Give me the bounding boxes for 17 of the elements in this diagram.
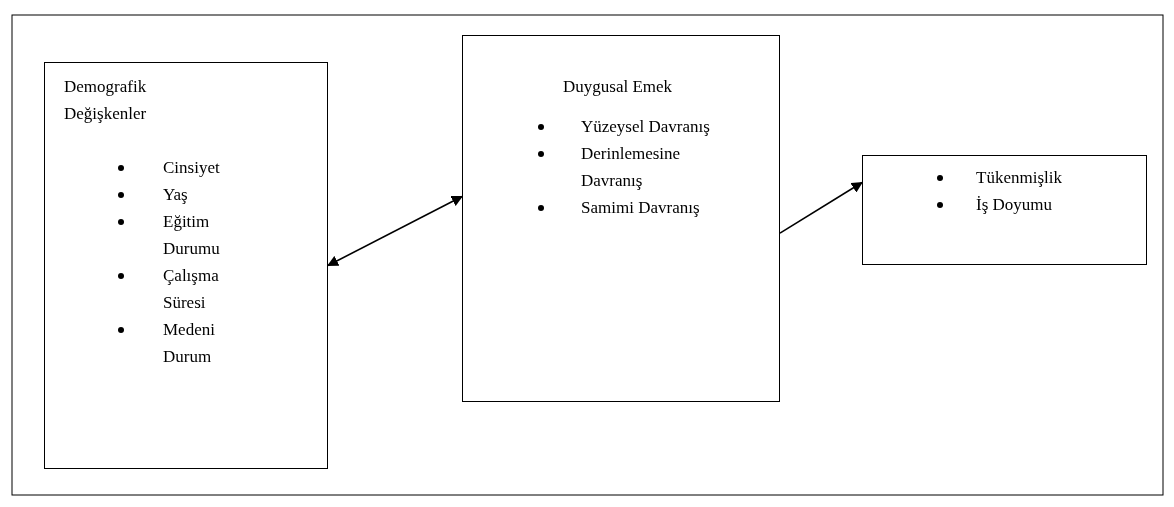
- list-item: Yüzeysel Davranış: [581, 116, 711, 138]
- box-heading: Demografik Değişkenler: [64, 76, 148, 125]
- list-item: Derinlemesine Davranış: [581, 143, 682, 192]
- concept-box: [462, 35, 780, 402]
- list-item: Çalışma Süresi: [163, 265, 220, 314]
- arrow: [327, 195, 463, 267]
- list-item: Cinsiyet: [163, 157, 221, 179]
- arrow: [779, 181, 863, 234]
- list-item: Medeni Durum: [163, 319, 216, 368]
- list-item: Tükenmişlik: [976, 167, 1063, 189]
- concept-box: [44, 62, 328, 469]
- list-item: Samimi Davranış: [581, 197, 701, 219]
- list-item: Eğitim Durumu: [163, 211, 221, 260]
- box-heading: Duygusal Emek: [563, 76, 674, 98]
- concept-box: [862, 155, 1147, 265]
- list-item: İş Doyumu: [976, 194, 1054, 216]
- list-item: Yaş: [163, 184, 189, 206]
